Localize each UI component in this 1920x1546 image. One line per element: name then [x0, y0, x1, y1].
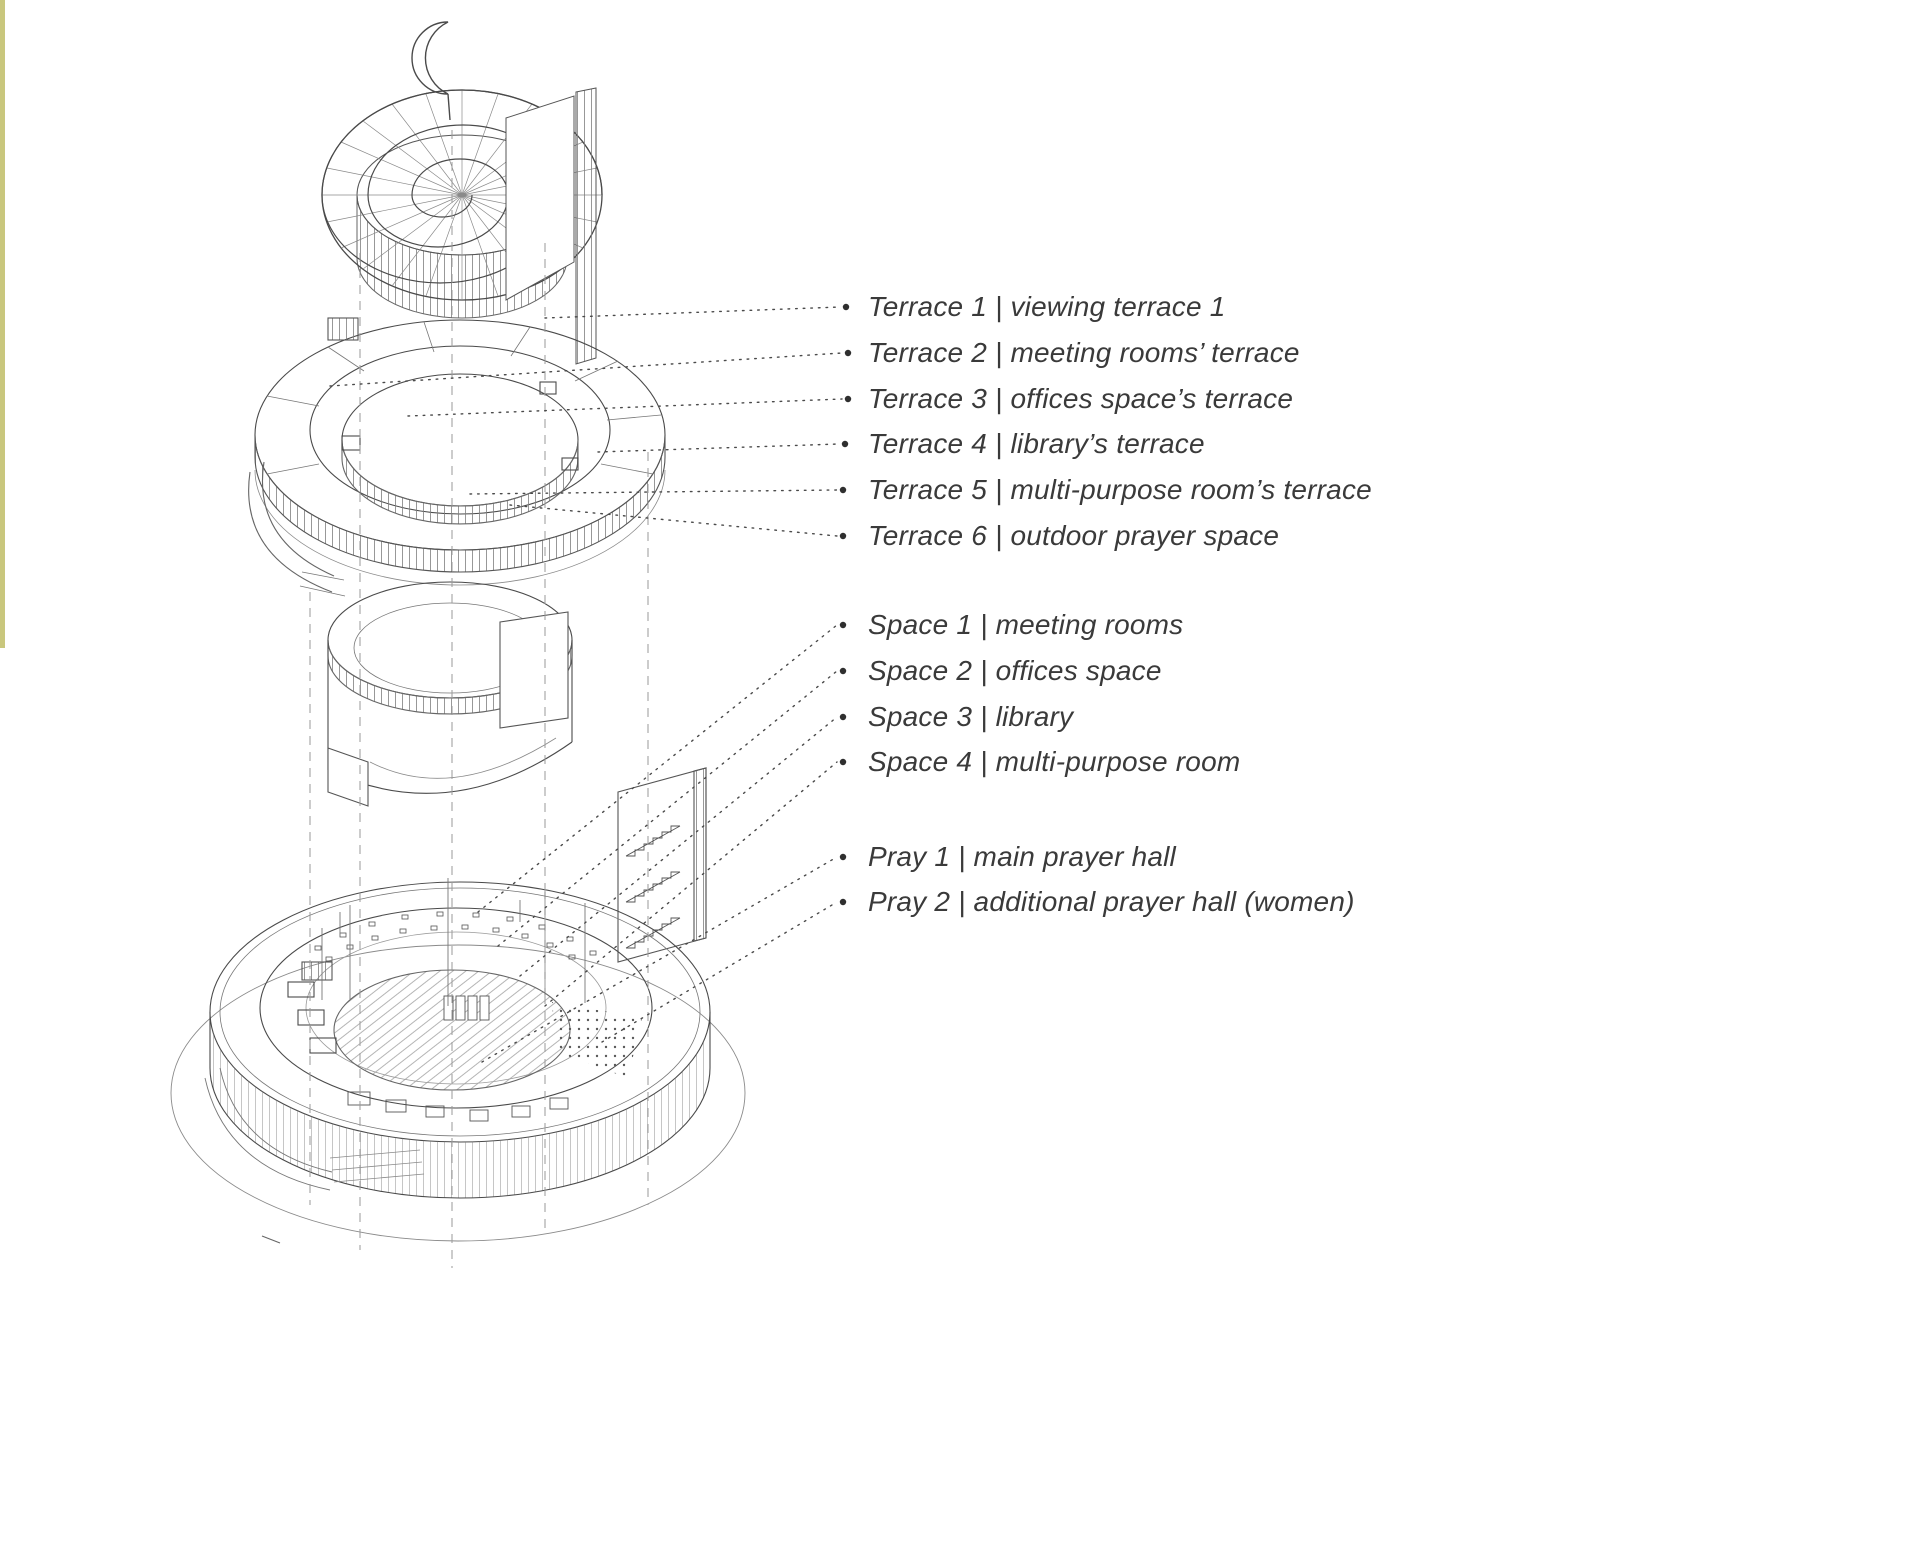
terrace-ring	[248, 317, 666, 597]
leader-lines	[329, 306, 843, 1063]
crescent-finial	[411, 21, 451, 121]
label-bullets	[839, 303, 852, 906]
middle-cylinder	[327, 581, 573, 807]
spiral-roof	[321, 87, 603, 365]
stair-core	[617, 767, 707, 963]
dashed-centerlines	[309, 130, 649, 1268]
page-edge-accent	[0, 0, 5, 648]
base-plan	[170, 878, 746, 1244]
womens-prayer-area	[552, 1002, 642, 1078]
